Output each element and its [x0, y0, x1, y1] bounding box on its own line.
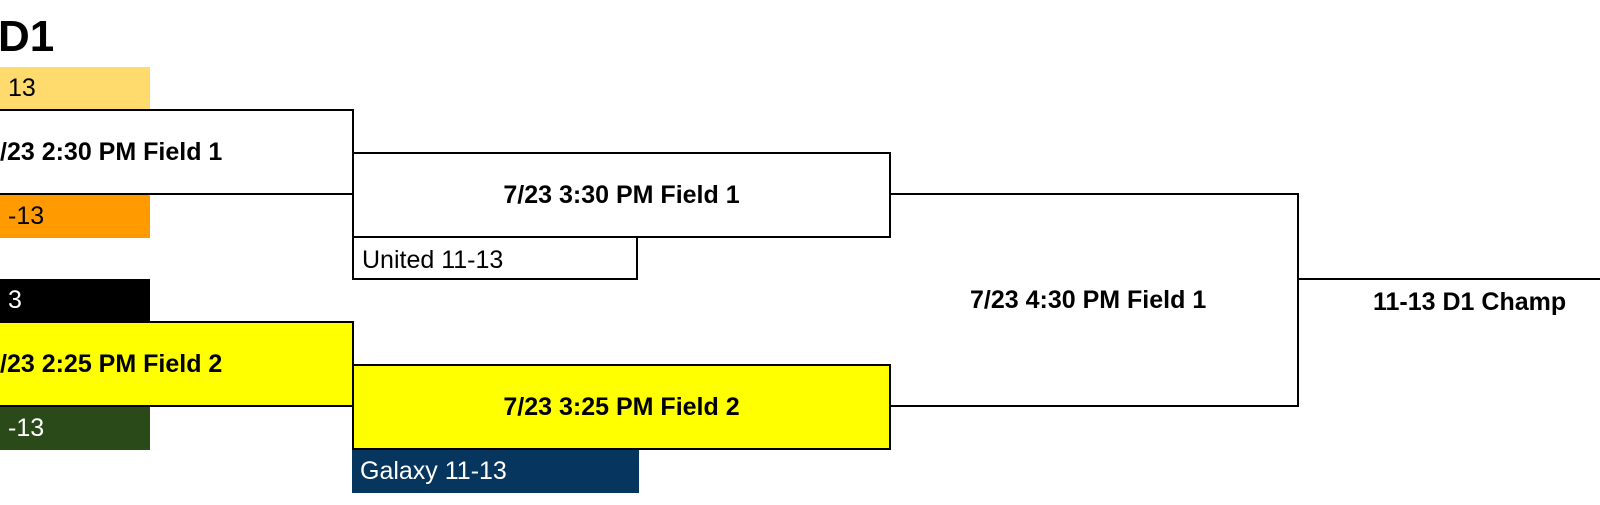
team-r1-g1-top: 13: [0, 67, 150, 109]
team-r2-g1-bye: United 11-13: [352, 236, 638, 280]
team-r1-g2-bottom: -13: [0, 407, 150, 450]
game-r2-g2: 7/23 3:25 PM Field 2: [352, 364, 891, 450]
final-connector-vertical: [1297, 193, 1299, 407]
team-r1-g2-top: 3: [0, 279, 150, 322]
champion-label: 11-13 D1 Champ: [1373, 288, 1567, 316]
team-r2-g2-bye: Galaxy 11-13: [352, 450, 639, 493]
team-r1-g1-bottom: -13: [0, 195, 150, 238]
bracket-title: D1: [0, 12, 55, 61]
game-final: 7/23 4:30 PM Field 1: [970, 286, 1207, 314]
game-r2-g1: 7/23 3:30 PM Field 1: [352, 152, 891, 238]
final-connector-top: [889, 193, 1299, 195]
final-connector-bottom: [889, 405, 1299, 407]
game-r1-g1: /23 2:30 PM Field 1: [0, 109, 354, 195]
game-r1-g2: /23 2:25 PM Field 2: [0, 321, 354, 407]
champion-connector: [1297, 278, 1600, 280]
